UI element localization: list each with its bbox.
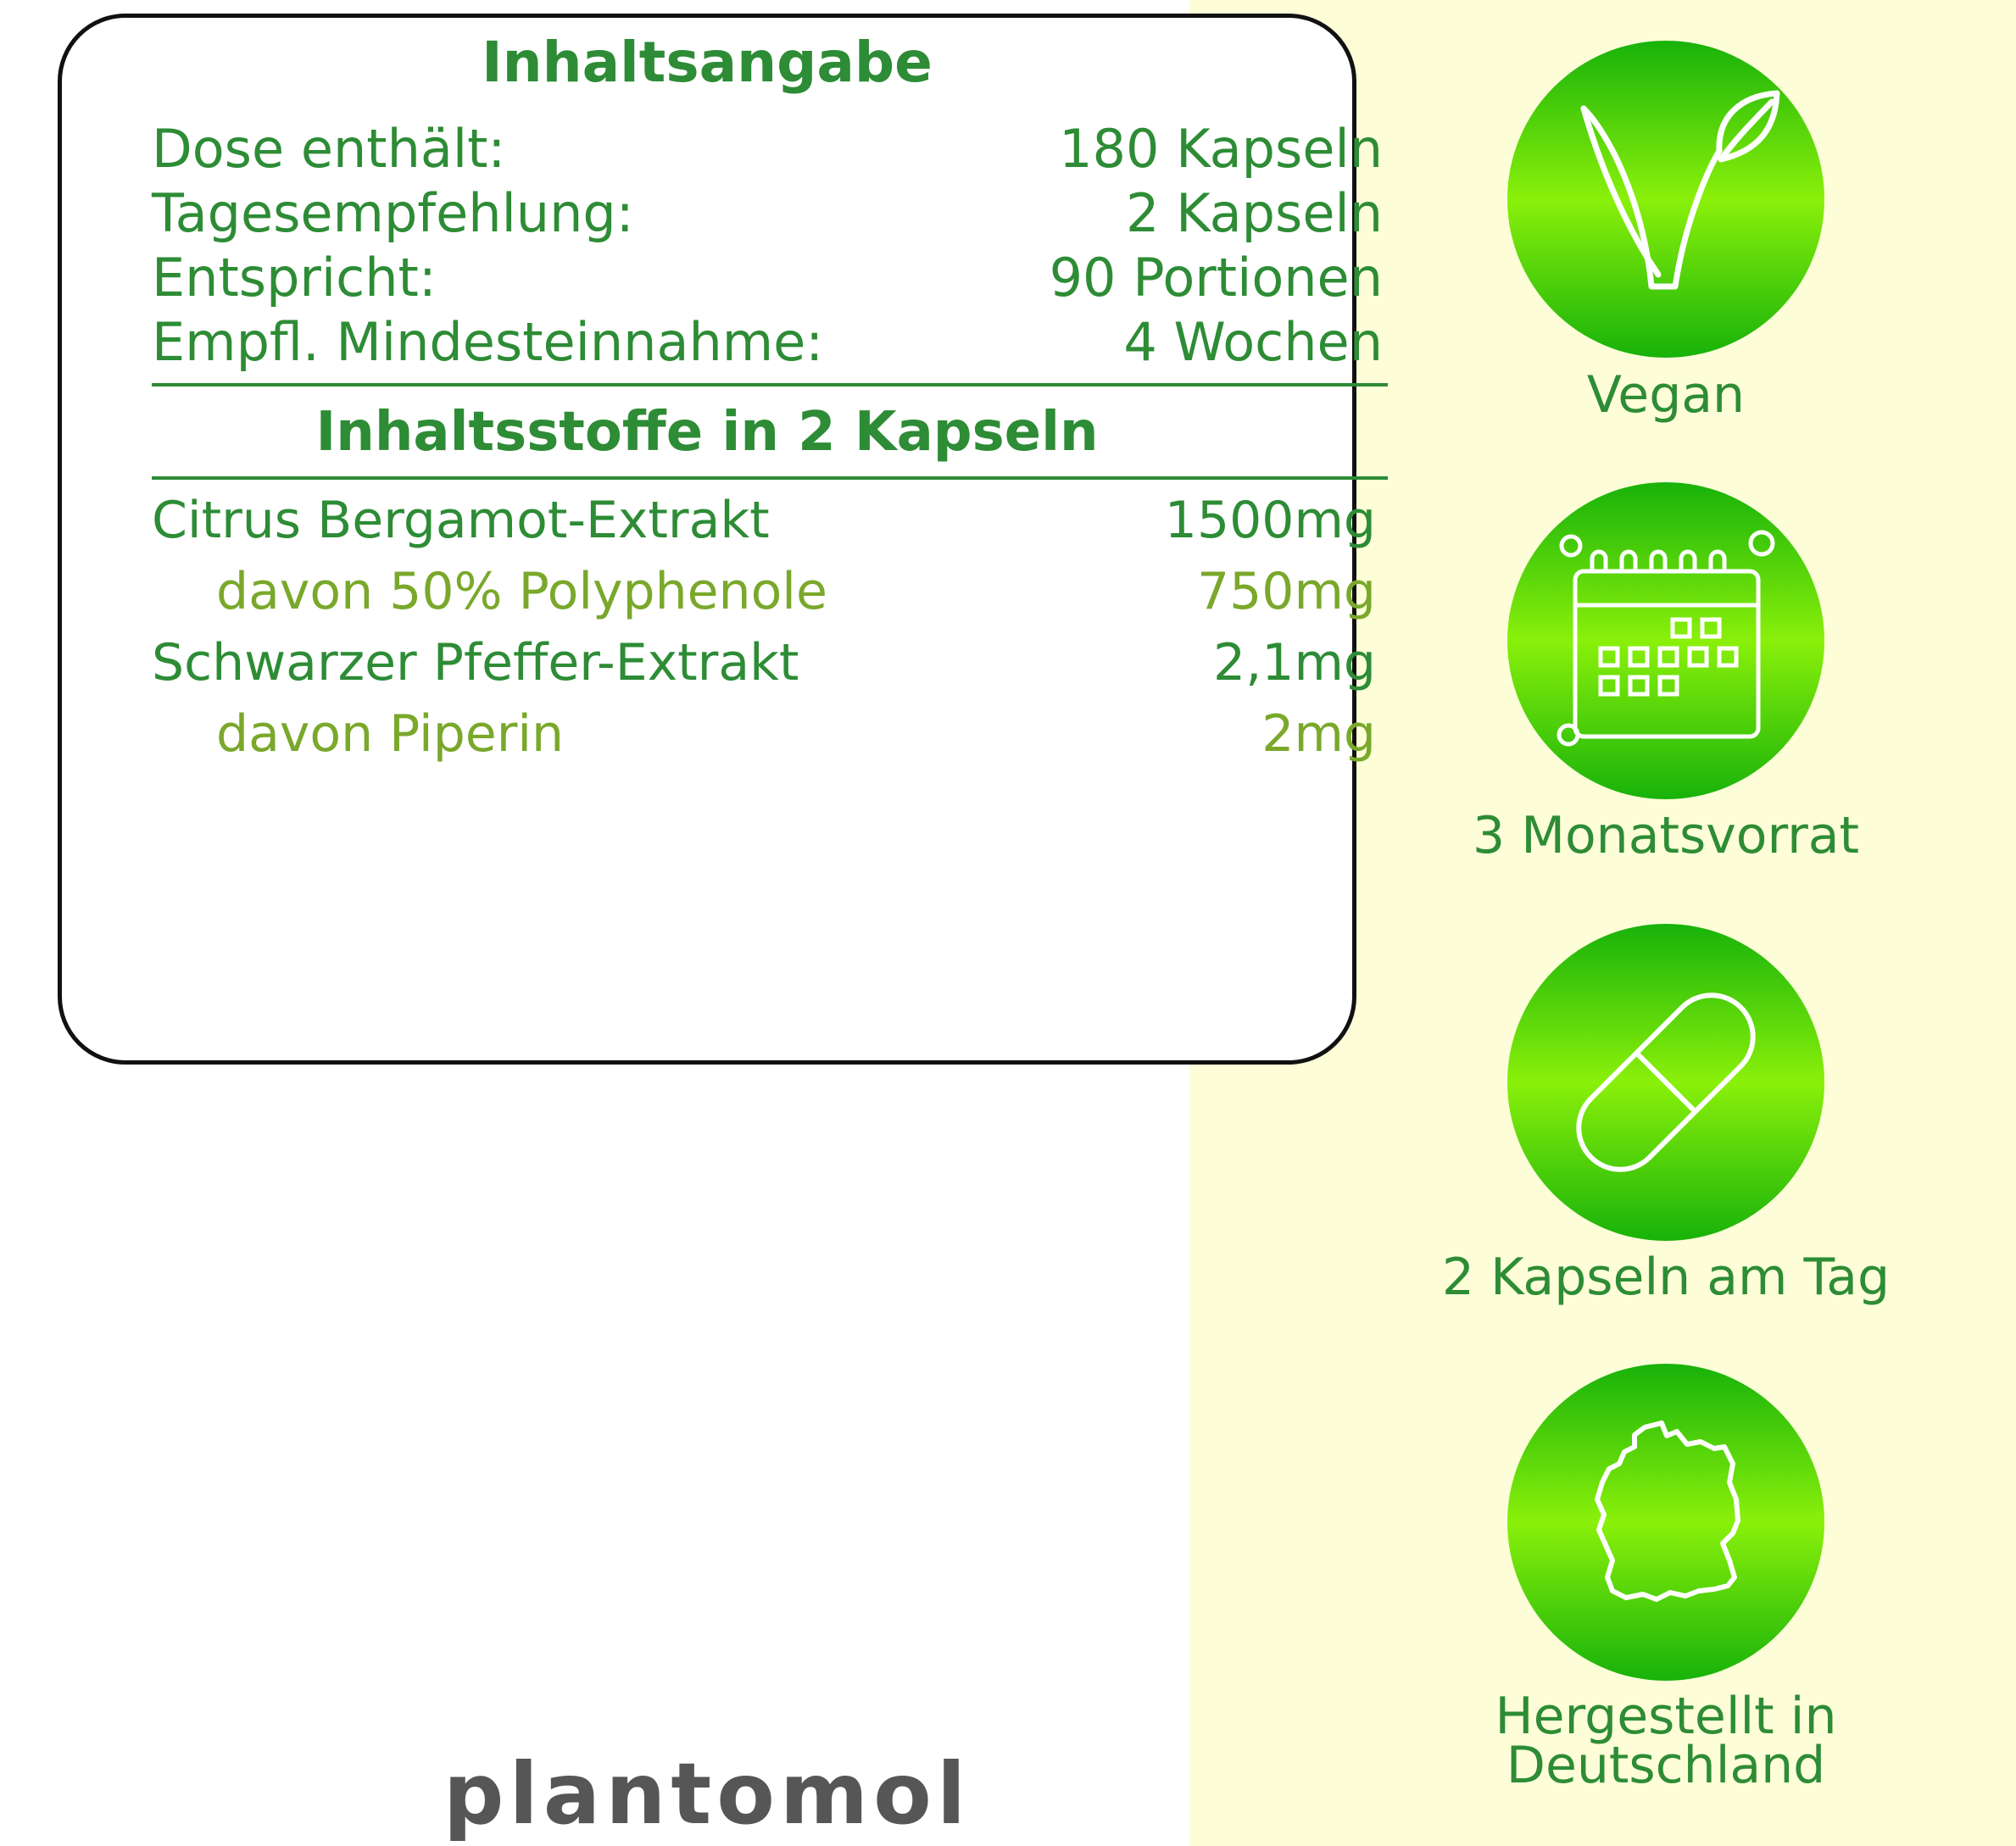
supply-label: 3 Monatsvorrat [1472, 806, 1860, 865]
ingredient-subrow: davon Piperin 2mg [152, 700, 1376, 768]
nutrition-panel: Inhaltsangabe Dose enthält: 180 Kapseln … [58, 14, 1388, 1065]
ingredient-amount: 1500mg [1164, 491, 1376, 550]
info-row-value: 4 Wochen [1123, 311, 1383, 373]
calendar-icon [1557, 530, 1775, 747]
divider [152, 476, 1388, 480]
vegan-label: Vegan [1586, 365, 1746, 425]
ingredient-row: Citrus Bergamot-Extrakt 1500mg [152, 487, 1376, 554]
info-row-value: 90 Portionen [1049, 247, 1383, 309]
info-row-label: Entspricht: [152, 247, 437, 309]
info-row-label: Dose enthält: [152, 118, 506, 180]
ingredient-name: Schwarzer Pfeffer-Extrakt [152, 633, 799, 692]
dosage-label: 2 Kapseln am Tag [1441, 1248, 1891, 1307]
origin-label-line1: Hergestellt in [1495, 1687, 1837, 1746]
dosage-badge [1507, 924, 1824, 1241]
germany-map-icon [1595, 1421, 1740, 1602]
info-row-tagesempfehlung: Tagesempfehlung: 2 Kapseln [152, 184, 1383, 243]
info-row-value: 2 Kapseln [1125, 182, 1383, 244]
supply-badge [1507, 482, 1824, 799]
ingredient-row: Schwarzer Pfeffer-Extrakt 2,1mg [152, 629, 1376, 697]
capsule-icon [1576, 993, 1756, 1172]
ingredient-amount: 2,1mg [1213, 633, 1376, 692]
info-row-label: Empfl. Mindesteinnahme: [152, 311, 824, 373]
vegan-leaf-icon [1580, 90, 1780, 290]
ingredient-name: davon 50% Polyphenole [216, 562, 827, 621]
inhaltsangabe-title: Inhaltsangabe [482, 30, 933, 95]
info-row-label: Tagesempfehlung: [152, 182, 634, 244]
ingredient-amount: 2mg [1261, 704, 1376, 764]
info-row-entspricht: Entspricht: 90 Portionen [152, 248, 1383, 308]
origin-label-line2: Deutschland [1506, 1736, 1826, 1795]
info-row-value: 180 Kapseln [1059, 118, 1383, 180]
info-row-dose: Dose enthält: 180 Kapseln [152, 120, 1383, 179]
brand-logo: plantomol [443, 1744, 972, 1843]
divider [152, 383, 1388, 386]
germany-badge [1507, 1364, 1824, 1681]
info-row-mindesteinnahme: Empfl. Mindesteinnahme: 4 Wochen [152, 313, 1383, 372]
ingredient-amount: 750mg [1196, 562, 1376, 621]
inhaltsstoffe-title: Inhaltsstoffe in 2 Kapseln [315, 401, 1099, 464]
ingredient-name: davon Piperin [216, 704, 565, 764]
ingredient-subrow: davon 50% Polyphenole 750mg [152, 558, 1376, 626]
vegan-badge [1507, 41, 1824, 358]
ingredient-name: Citrus Bergamot-Extrakt [152, 491, 770, 550]
